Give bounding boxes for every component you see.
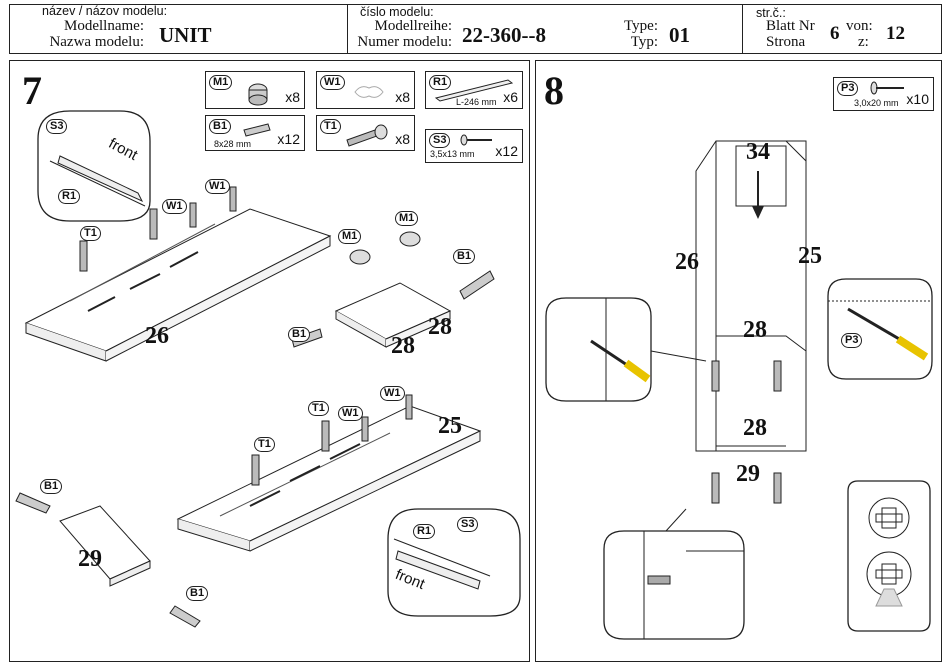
part-number: 28 [428,314,452,340]
part-id: S3 [429,133,451,148]
part-callout: M1 [395,211,419,226]
part-qty: x8 [395,89,410,105]
part-number: 28 [743,317,767,343]
dowel-icon [243,123,271,137]
step-number: 8 [544,68,564,113]
model-number-label-pl: Numer modelu: [357,34,452,50]
part-callout: B1 [453,249,476,264]
type-value: 01 [669,23,690,47]
part-callout: B1 [40,479,63,494]
part-callout: R1 [58,189,81,204]
model-name-label-de: Modellname: [64,18,144,34]
divider [742,5,743,53]
part-dim: 3,0x20 mm [854,98,899,108]
part-callout: W1 [380,386,405,401]
part-box-m1: M1 x8 [205,71,305,109]
page-label-de: Blatt Nr [766,18,815,34]
page-total: 12 [886,23,905,44]
part-id: B1 [209,119,232,134]
part-qty: x8 [285,89,300,105]
part-number: 26 [675,249,699,275]
part-number: 25 [798,243,822,269]
page-label-pl: Strona [766,34,806,50]
part-id: R1 [429,75,452,90]
part-callout: W1 [162,199,187,214]
part-callout: T1 [80,226,101,241]
part-dim: 8x28 mm [214,139,252,149]
part-number: 28 [391,333,415,359]
part-callout: P3 [841,333,863,348]
part-box-b1: B1 8x28 mm x12 [205,115,305,151]
drawer-runner-icon [434,79,514,102]
part-callout: B1 [288,327,311,342]
model-name-top-label: název / názov modelu: [42,4,168,18]
part-id: T1 [320,119,341,134]
part-number: 29 [78,546,102,572]
part-qty: x6 [503,89,518,105]
part-callout: S3 [457,517,479,532]
part-number: 34 [746,139,770,165]
part-box-r1: R1 L-246 mm x6 [425,71,523,109]
part-box-w1: W1 x8 [316,71,415,109]
part-qty: x12 [495,143,518,159]
part-callout: W1 [205,179,230,194]
part-id: W1 [320,75,345,90]
part-box-p3: P3 3,0x20 mm x10 [833,77,934,111]
part-number: 25 [438,413,462,439]
page-top-label: str.č.: [756,6,786,20]
part-box-s3: S3 3,5x13 mm x12 [425,129,523,163]
screw-icon [870,81,904,95]
model-number: 22-360--8 [462,23,546,47]
part-number: 29 [736,461,760,487]
step-7-panel: 7 M1 x8 W1 x8 R1 L-246 mm x6 B1 8x28 mm … [9,60,530,662]
part-box-t1: T1 x8 [316,115,415,151]
part-number: 28 [743,415,767,441]
of-label-pl: z: [858,34,869,50]
part-dim: 3,5x13 mm [430,149,475,159]
cam-pin-icon [354,86,384,98]
part-qty: x10 [906,91,929,107]
model-name-label-pl: Nazwa modelu: [49,34,144,50]
of-label-de: von: [846,18,873,34]
part-callout: M1 [338,229,362,244]
part-callout: T1 [308,401,329,416]
part-callout: S3 [46,119,68,134]
step-number: 7 [22,68,42,113]
part-id: M1 [209,75,233,90]
type-label-de: Type: [624,18,658,34]
assembly-drawing [545,140,933,640]
part-callout: B1 [186,586,209,601]
part-callout: W1 [338,406,363,421]
model-number-label-de: Modellreihe: [374,18,452,34]
part-dim: L-246 mm [456,97,497,107]
cam-lock-icon [248,83,268,106]
part-number: 26 [145,323,169,349]
bolt-icon [346,124,388,147]
type-label-pl: Typ: [630,34,658,50]
part-id: P3 [837,81,859,96]
step-8-panel: 8 P3 3,0x20 mm x10 [535,60,942,662]
screw-icon [460,134,492,146]
part-qty: x8 [395,131,410,147]
part-callout: R1 [413,524,436,539]
model-name: UNIT [159,23,212,47]
part-callout: T1 [254,437,275,452]
part-qty: x12 [277,131,300,147]
divider [347,5,348,53]
model-number-top-label: číslo modelu: [360,5,434,19]
title-block: název / názov modelu: Modellname: Nazwa … [9,4,942,54]
page-value: 6 [830,23,840,44]
